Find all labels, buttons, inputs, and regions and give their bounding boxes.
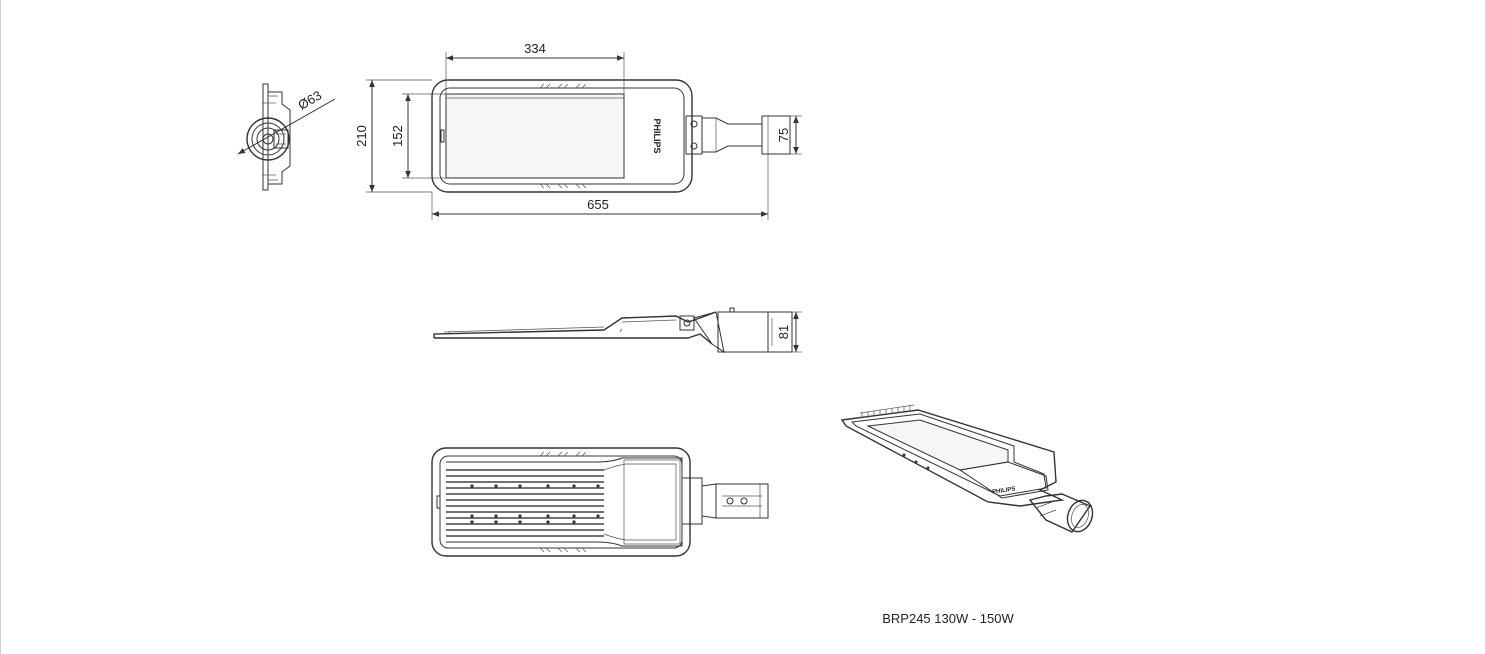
product-caption: BRP245 130W - 150W xyxy=(882,611,1014,626)
overall-width-label: 210 xyxy=(354,125,369,147)
led-panel-height-label: 152 xyxy=(390,125,405,147)
led-panel-width-label: 334 xyxy=(524,41,546,56)
brand-mark-iso: PHILIPS xyxy=(992,486,1016,495)
isometric-view: PHILIPS xyxy=(840,404,1094,533)
spigot-diameter-label: Ø63 xyxy=(295,87,324,112)
bottom-view xyxy=(431,447,769,557)
page-left-border xyxy=(0,0,1,654)
overall-length-label: 655 xyxy=(587,197,609,212)
brand-mark-top: PHILIPS xyxy=(652,118,662,153)
spigot-height-label: 75 xyxy=(776,128,791,142)
top-view: PHILIPS 334 210 152 75 655 xyxy=(354,41,802,220)
side-height-label: 81 xyxy=(776,325,791,339)
end-view: Ø63 xyxy=(237,83,336,191)
heatsink-fins xyxy=(446,461,604,543)
side-view: 81 xyxy=(433,307,802,354)
